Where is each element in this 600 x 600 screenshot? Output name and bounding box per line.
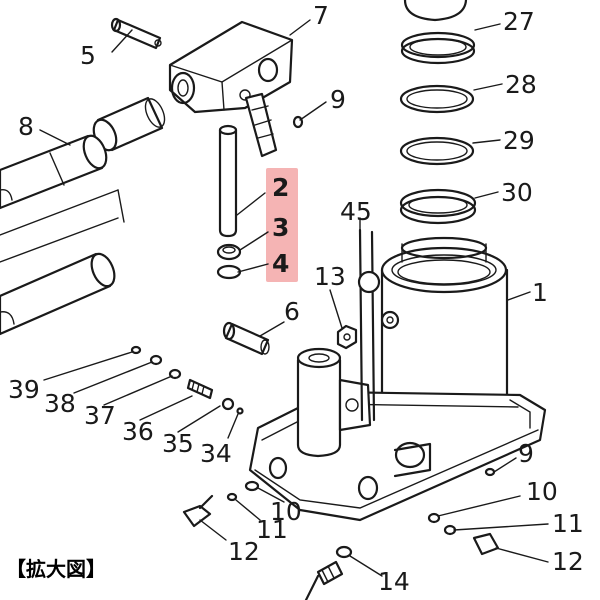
label-8: 8 (18, 112, 34, 141)
label-39: 39 (8, 375, 40, 404)
label-1: 1 (532, 278, 548, 307)
label-3: 3 (272, 213, 289, 242)
seal-ring-30 (399, 188, 477, 225)
seal-ring-28 (399, 84, 475, 114)
label-9-upper: 9 (330, 85, 346, 114)
part-3-packing (216, 243, 242, 261)
small-parts-row (130, 345, 244, 415)
label-4: 4 (272, 249, 289, 278)
label-12-left: 12 (228, 537, 260, 566)
label-29: 29 (503, 126, 535, 155)
handle-tube-middle (0, 189, 125, 263)
washer-10-left (244, 480, 260, 492)
label-38: 38 (44, 389, 76, 418)
part-9-pin-lower (484, 467, 496, 477)
label-7: 7 (313, 1, 329, 30)
label-2: 2 (272, 173, 289, 202)
seal-ring-27 (400, 31, 476, 65)
part-13-nut (336, 324, 358, 350)
part-14-plug (304, 545, 353, 600)
pump-plunger (218, 124, 238, 238)
label-37: 37 (84, 401, 116, 430)
washer-10-right (427, 512, 441, 524)
label-34: 34 (200, 439, 232, 468)
label-6: 6 (284, 297, 300, 326)
label-45: 45 (340, 197, 372, 226)
label-12-right: 12 (552, 547, 584, 576)
label-28: 28 (505, 70, 537, 99)
part-4-ring (216, 264, 242, 280)
label-30: 30 (501, 178, 533, 207)
part-6-pin (222, 321, 270, 356)
nut-11-left (226, 492, 238, 502)
bolt-12-right (472, 532, 500, 556)
caption-enlarged-view: 【拡大図】 (4, 553, 108, 582)
bolt-12-left (182, 494, 214, 528)
part-9-pin-upper (292, 115, 304, 129)
label-13: 13 (314, 262, 346, 291)
highlight-box (266, 168, 298, 282)
handle-tube-short (92, 96, 166, 152)
seal-ring-top (403, 0, 468, 22)
cylinder-body (380, 236, 509, 434)
label-11-left: 11 (256, 515, 288, 544)
handle-tube-lower (0, 252, 116, 336)
label-35: 35 (162, 429, 194, 458)
label-5: 5 (80, 41, 96, 70)
part-5-pin (110, 17, 162, 50)
pump-cylinder (296, 347, 372, 458)
handle-tube-upper (0, 134, 108, 210)
seal-ring-29 (399, 136, 475, 166)
label-36: 36 (122, 417, 154, 446)
label-9-lower: 9 (518, 439, 534, 468)
label-27: 27 (503, 7, 535, 36)
label-10-right: 10 (526, 477, 558, 506)
label-11-right: 11 (552, 509, 584, 538)
valve-stem (357, 228, 400, 422)
label-14: 14 (378, 567, 410, 596)
pump-housing (168, 20, 294, 158)
label-10-left: 10 (270, 497, 302, 526)
leader-lines (39, 19, 549, 577)
